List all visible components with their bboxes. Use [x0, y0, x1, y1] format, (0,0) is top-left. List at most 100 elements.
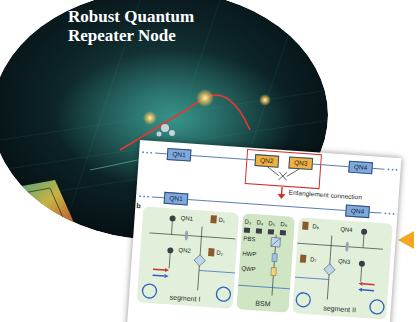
svg-circle: [142, 151, 144, 153]
figure-panel: QN1QN2QN3QN4QN1QN4 segment I BSM: [127, 140, 402, 322]
svg-line: [361, 267, 362, 282]
component-label: PBS: [243, 235, 255, 243]
node-text: segment II: [323, 304, 356, 314]
node-text: QN2: [260, 156, 274, 164]
quantum-node-box: QN4: [345, 205, 369, 219]
svg-circle: [169, 130, 175, 136]
detector-label: D₅: [268, 220, 275, 227]
detector-label: D₆: [280, 221, 287, 228]
svg-circle: [296, 292, 311, 307]
svg-line: [279, 172, 288, 181]
svg-line: [295, 277, 329, 279]
svg-line: [281, 187, 283, 195]
detector-label: D₃: [244, 219, 251, 226]
title-text: Robust Quantum Repeater Node: [68, 7, 194, 45]
svg-line: [363, 283, 375, 285]
detector-label: D₄: [256, 219, 263, 226]
annotation: Entanglement connection: [288, 189, 362, 201]
svg-rect: [272, 254, 278, 262]
svg-line: [0, 90, 330, 140]
svg-circle: [147, 196, 149, 198]
svg-circle: [392, 169, 394, 171]
svg-line: [238, 285, 290, 289]
highlight-frame: [245, 150, 321, 189]
detector-label: D₈: [312, 223, 319, 230]
quantum-node-box: QN4: [349, 161, 373, 175]
svg-circle: [161, 124, 169, 132]
fiber-link: [188, 199, 346, 210]
svg-line: [297, 243, 383, 249]
svg-line: [271, 237, 281, 247]
node-text: QN4: [354, 163, 368, 171]
svg-circle: [167, 247, 173, 253]
node-text: QN1: [169, 194, 183, 202]
pointer-arrow: [398, 231, 414, 249]
svg-ellipse: [185, 230, 189, 240]
node-text: QN4: [351, 207, 365, 215]
fiber-link: [312, 164, 349, 167]
part-label: QN1: [180, 215, 193, 223]
svg-circle: [385, 212, 387, 214]
svg-polygon: [165, 268, 169, 272]
part-label: QN2: [178, 247, 191, 255]
component-label: HWP: [242, 250, 256, 258]
svg-rect: [324, 264, 335, 275]
svg-circle: [196, 89, 214, 107]
svg-rect: [280, 230, 286, 235]
svg-circle: [139, 195, 141, 197]
connection-arrow: [277, 187, 286, 200]
svg-circle: [157, 132, 162, 137]
quantum-node-box: QN3: [289, 156, 313, 170]
panel-letter: b: [136, 202, 141, 209]
svg-line: [279, 172, 288, 181]
quantum-node-box: QN2: [255, 154, 279, 168]
node-text: QN1: [172, 150, 186, 158]
svg-circle: [146, 152, 148, 154]
svg-line: [363, 235, 365, 248]
svg-circle: [143, 111, 157, 125]
svg-ellipse: [345, 242, 349, 252]
svg-line: [199, 270, 235, 273]
svg-rect: [208, 248, 215, 256]
svg-line: [153, 274, 165, 276]
svg-circle: [142, 284, 157, 299]
fiber-link: [191, 156, 255, 161]
svg-polygon: [8, 188, 64, 230]
svg-rect: [300, 254, 307, 262]
detector-label: D₁: [218, 217, 225, 224]
title-block: Robust Quantum Repeater Node: [68, 7, 228, 45]
svg-line: [362, 289, 374, 291]
svg-circle: [396, 169, 398, 171]
node-text: QN3: [294, 159, 308, 167]
detector-label: D₂: [216, 250, 223, 257]
svg-circle: [169, 215, 175, 221]
svg-rect: [271, 237, 281, 247]
part-label: QN4: [340, 226, 353, 234]
svg-circle: [389, 213, 391, 215]
component-label: QWP: [241, 265, 256, 273]
bsm-panel: BSM: [236, 213, 295, 312]
svg-circle: [359, 261, 365, 267]
svg-rect: [302, 222, 309, 230]
svg-polygon: [0, 180, 75, 240]
svg-circle: [388, 168, 390, 170]
svg-polygon: [358, 282, 362, 286]
svg-rect: [268, 229, 274, 234]
svg-circle: [361, 229, 367, 235]
svg-rect: [194, 255, 205, 266]
svg-g: [157, 124, 176, 137]
svg-circle: [216, 287, 231, 302]
svg-circle: [150, 152, 152, 154]
svg-polygon: [164, 274, 168, 278]
node-text: segment I: [169, 293, 200, 303]
svg-circle: [143, 195, 145, 197]
part-label: QN3: [338, 258, 351, 266]
svg-polygon: [277, 194, 285, 200]
svg-rect: [256, 228, 262, 233]
svg-circle: [369, 299, 384, 314]
svg-circle: [393, 213, 395, 215]
svg-line: [153, 268, 165, 270]
svg-line: [169, 253, 170, 268]
svg-rect: [210, 215, 217, 223]
